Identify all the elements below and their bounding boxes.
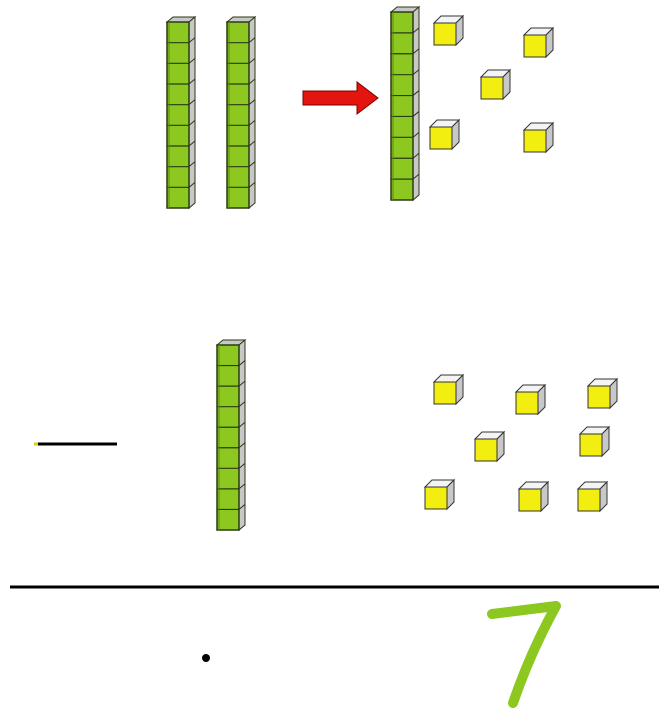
regrouped-ones-cube xyxy=(524,28,553,57)
ones-cubes xyxy=(425,16,617,511)
tens-rods xyxy=(167,7,419,530)
regrouped-tens-rod xyxy=(391,7,419,200)
subtrahend-ones-cube xyxy=(578,482,607,511)
subtrahend-ones-cube xyxy=(425,480,454,509)
minuend-tens-rod xyxy=(167,17,195,208)
subtrahend-ones-cube xyxy=(519,482,548,511)
tens-answer-dot xyxy=(202,654,210,662)
subtrahend-tens-rod xyxy=(217,340,245,530)
regrouped-ones-cube xyxy=(430,120,459,149)
right-arrow-icon xyxy=(303,82,378,114)
subtrahend-ones-cube xyxy=(516,385,545,414)
subtrahend-ones-cube xyxy=(475,432,504,461)
regrouped-ones-cube xyxy=(434,16,463,45)
regrouped-ones-cube xyxy=(481,70,510,99)
answer-ones-digit xyxy=(492,606,556,703)
subtrahend-ones-cube xyxy=(580,427,609,456)
subtrahend-ones-cube xyxy=(434,375,463,404)
minuend-tens-rod xyxy=(227,17,255,208)
regrouped-ones-cube xyxy=(524,123,553,152)
subtrahend-ones-cube xyxy=(588,379,617,408)
